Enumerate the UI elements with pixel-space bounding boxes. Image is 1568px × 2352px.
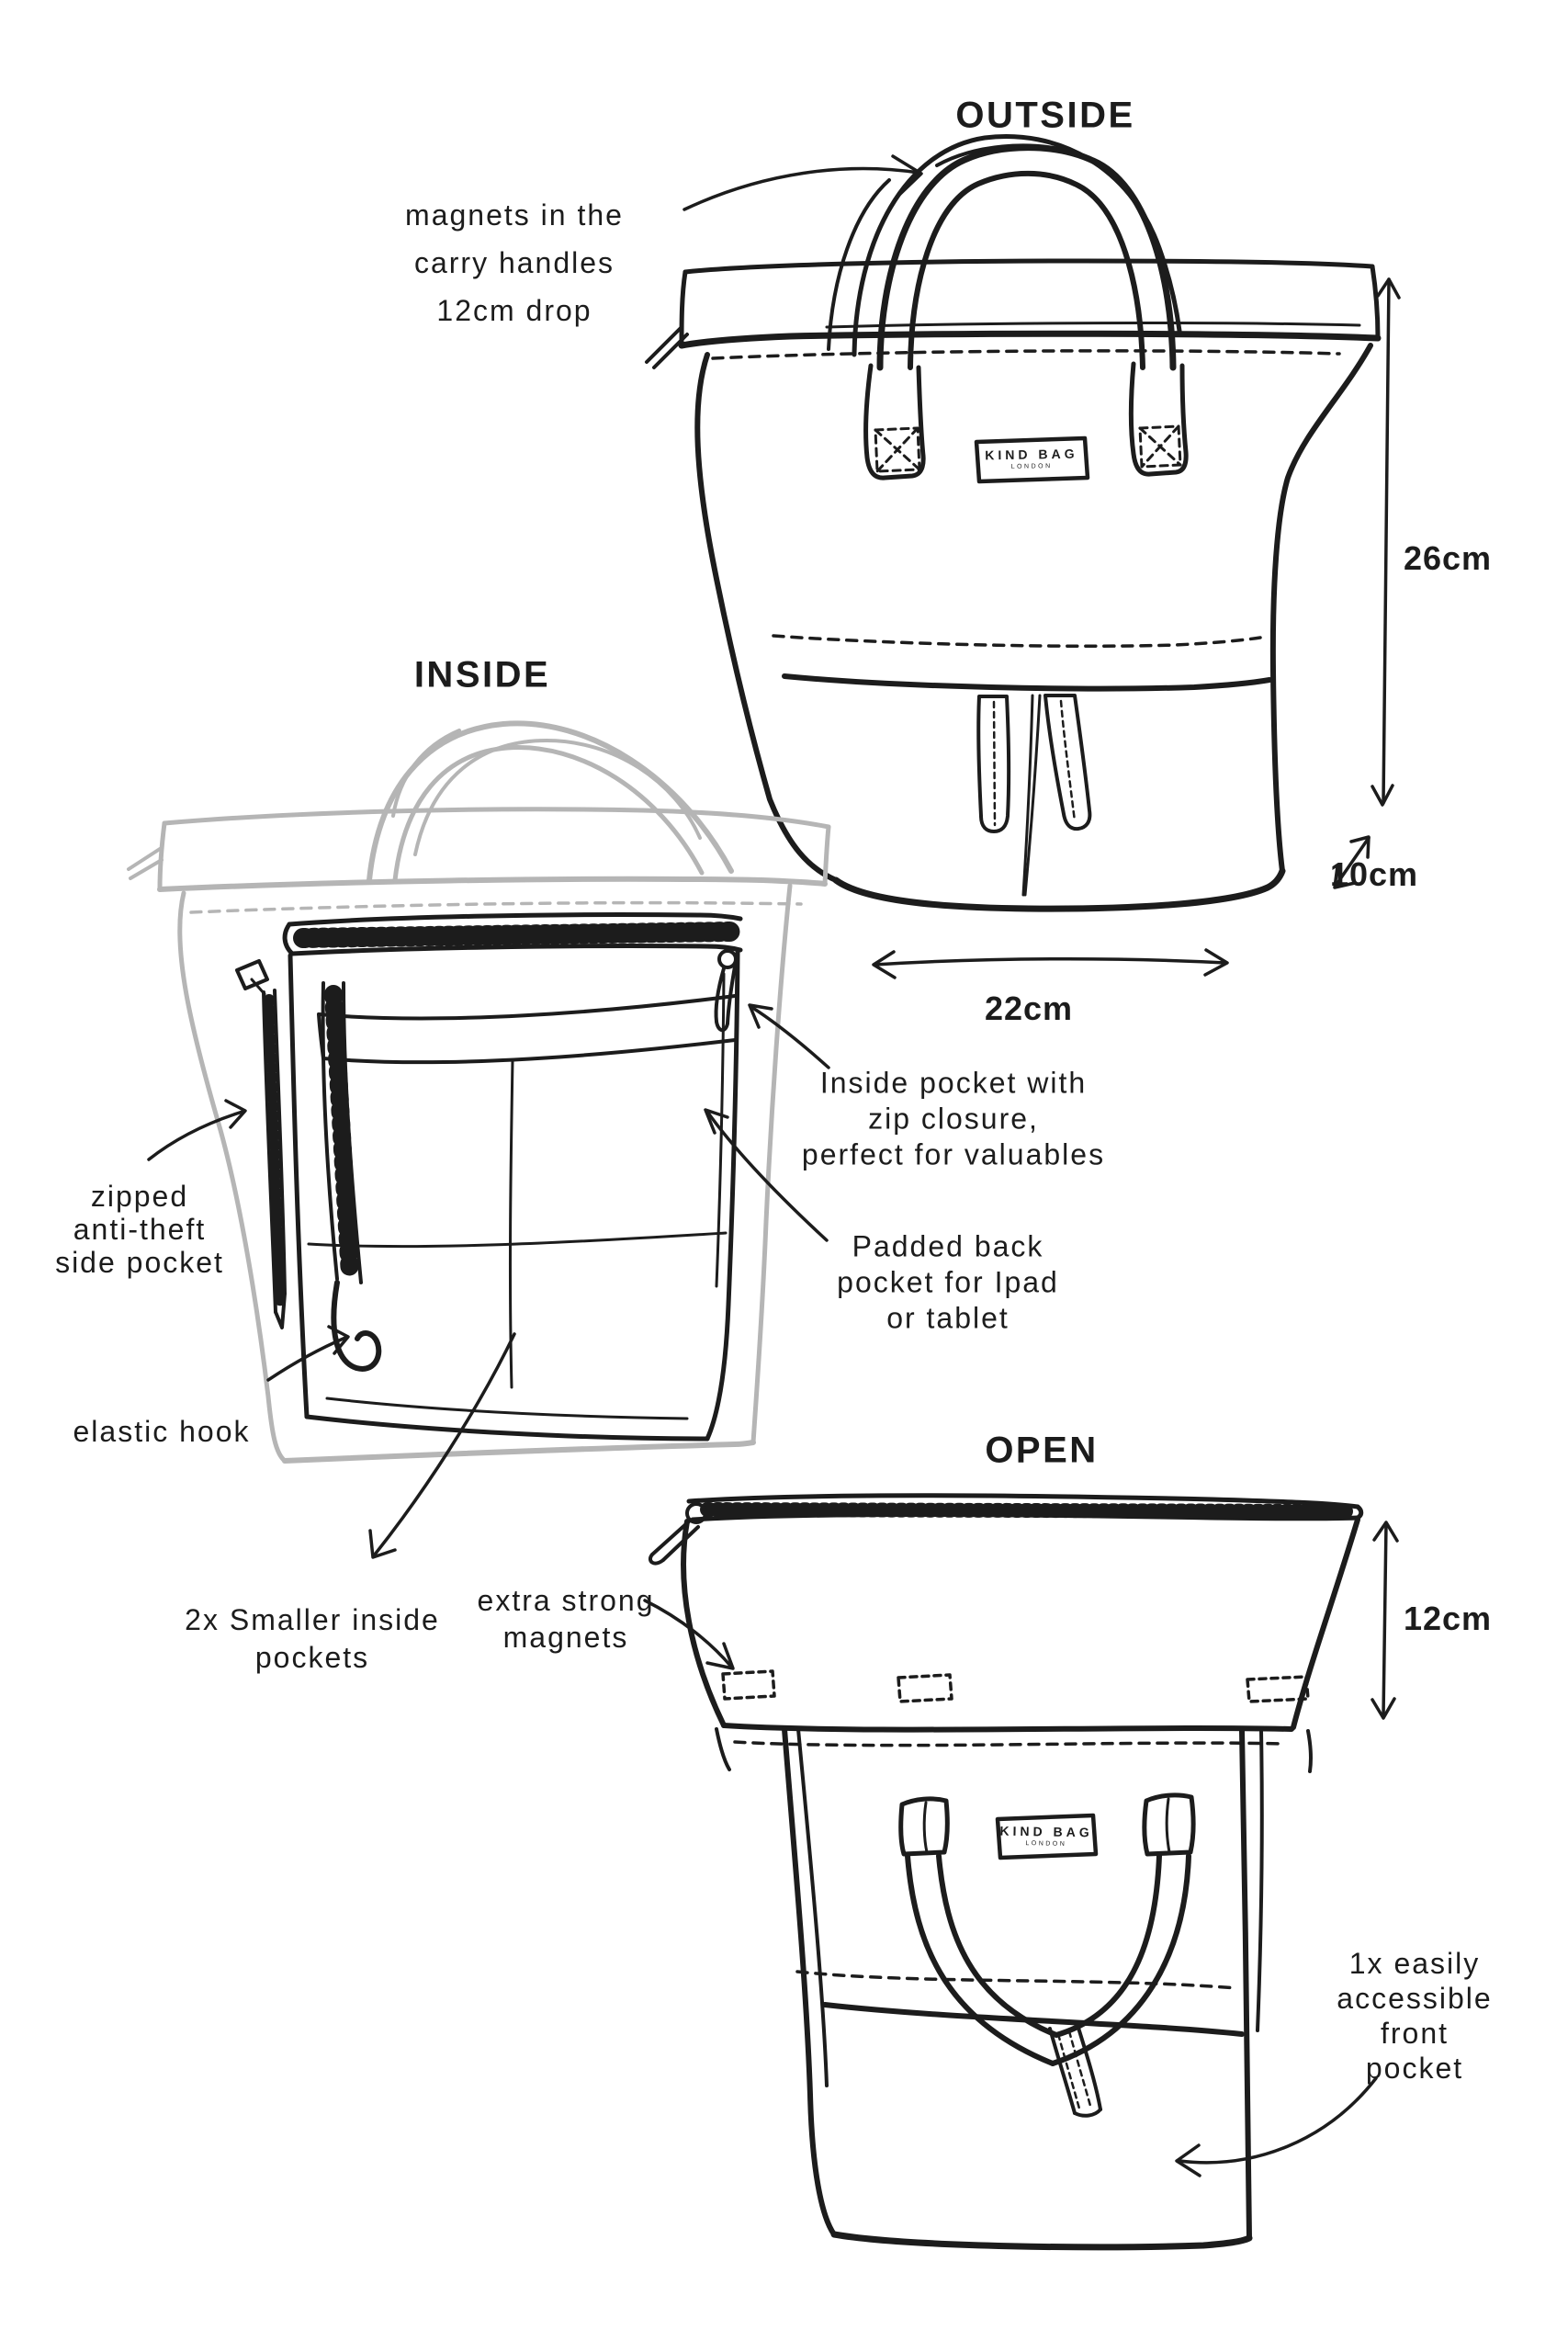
arrow-padded-pocket-icon (704, 1108, 829, 1242)
padded-pocket-note: Padded back pocket for Ipad or tablet (837, 1229, 1059, 1335)
brand-label-box-outside (974, 435, 1090, 484)
zip-pull-open-icon (685, 1502, 707, 1524)
zip-pocket-note: Inside pocket with zip closure, perfect … (801, 1066, 1106, 1171)
annotation-arrows-inside (147, 1003, 830, 1559)
arrow-10cm-icon (1333, 835, 1371, 889)
arrow-12cm-icon (1371, 1521, 1399, 1720)
width-dimension-label: 22cm (984, 989, 1074, 1027)
arrow-extra-magnets-icon (643, 1599, 735, 1670)
extra-magnets-note: extra strong magnets (477, 1584, 655, 1654)
front-pocket-note: 1x easily accessible front pocket (1337, 1947, 1493, 2085)
open-view-title: OPEN (985, 1430, 1099, 1471)
magnets-handles-note: magnets in the carry handles 12cm drop (405, 198, 624, 327)
height-dimension-label: 26cm (1403, 539, 1493, 577)
annotation-arrows-open (643, 1521, 1399, 2177)
arrow-front-pocket-icon (1175, 2076, 1378, 2177)
elastic-hook-note: elastic hook (73, 1415, 251, 1448)
inside-organiser-drawing (235, 911, 743, 1442)
arrow-zipped-pocket-icon (147, 1099, 247, 1161)
arrow-26cm-icon (1371, 277, 1401, 807)
brand-label-open: KIND BAG LONDON (999, 1823, 1093, 1849)
stitch-x-left-icon (874, 426, 921, 473)
elastic-hook-icon (331, 1280, 382, 1372)
side-pocket-note: zipped anti-theft side pocket (55, 1180, 224, 1279)
outside-bag-drawing (645, 134, 1382, 912)
arrow-elastic-hook-icon (266, 1325, 350, 1382)
inside-view-title: INSIDE (413, 654, 551, 695)
brand-name: KIND BAG (985, 446, 1078, 463)
depth-dimension-label: 10cm (1329, 855, 1419, 893)
brand-label-outside: KIND BAG LONDON (985, 447, 1078, 472)
open-bag-drawing (648, 1493, 1364, 2251)
arrow-inside-pocket-icon (748, 1003, 830, 1069)
flap-height-dimension-label: 12cm (1403, 1600, 1493, 1637)
stitch-x-right-icon (1138, 424, 1182, 469)
arrow-magnets-handles-icon (682, 154, 923, 211)
dimension-arrows-outside (682, 154, 1401, 979)
arrow-22cm-icon (872, 948, 1229, 979)
inside-bag-shell-drawing (127, 720, 831, 1464)
small-pockets-note: 2x Smaller inside pockets (185, 1603, 440, 1674)
arrow-small-pockets-icon (368, 1332, 516, 1559)
magnet-patches-icon (721, 1669, 1310, 1703)
brand-name: KIND BAG (999, 1823, 1093, 1840)
outside-view-title: OUTSIDE (955, 95, 1135, 136)
zip-pull-icon (717, 949, 738, 969)
brand-label-box-open (995, 1813, 1099, 1860)
